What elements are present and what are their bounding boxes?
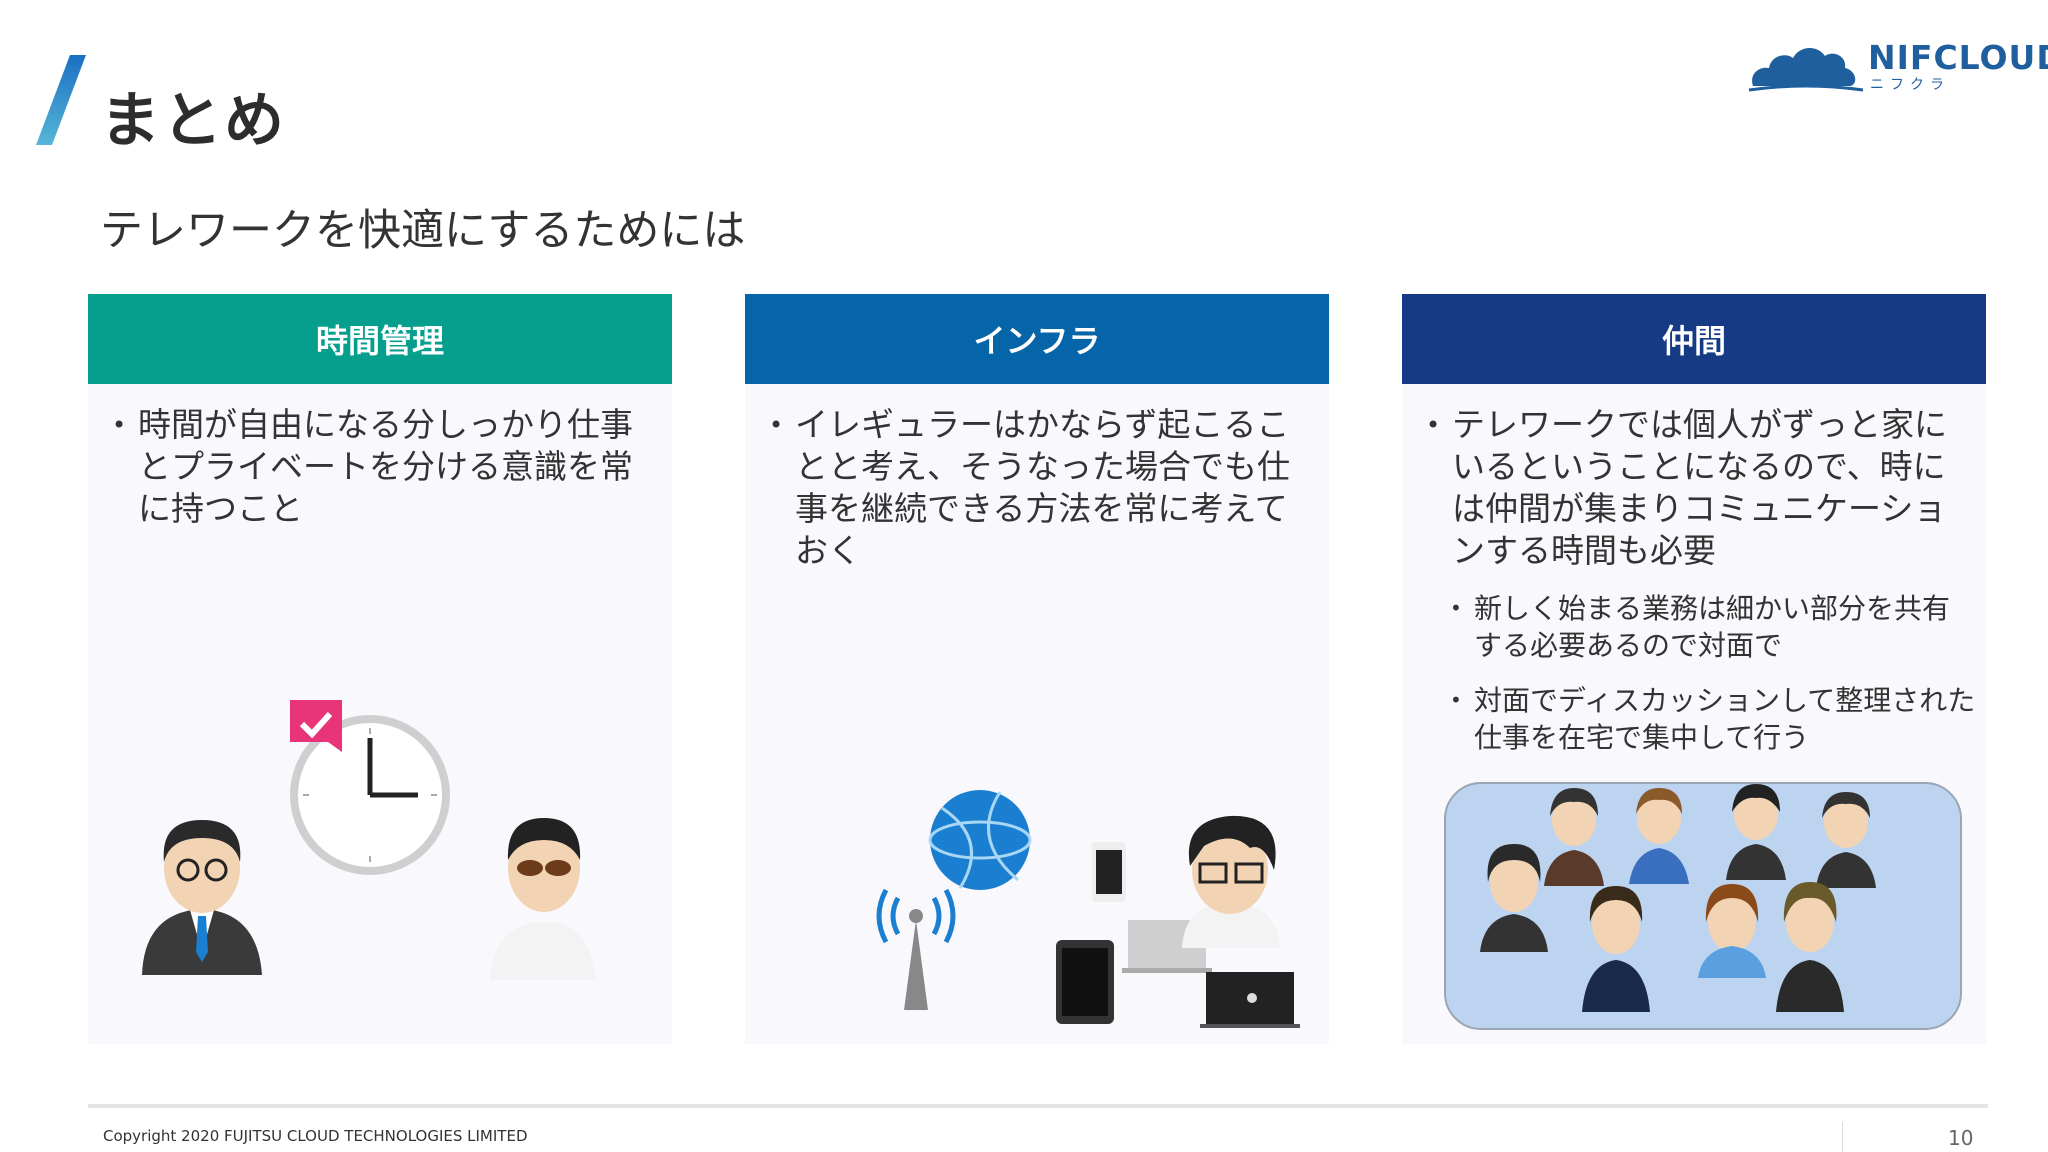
footer-divider (88, 1104, 1988, 1108)
bullet-item: •時間が自由になる分しっかり仕事とプライベートを分ける意識を常に持つこと (112, 404, 662, 530)
column-header-time-management: 時間管理 (88, 294, 672, 384)
copyright-text: Copyright 2020 FUJITSU CLOUD TECHNOLOGIE… (103, 1127, 528, 1145)
checkmark-flag-icon (290, 700, 342, 752)
wifi-antenna-icon (876, 888, 956, 1010)
team-member-avatar (1629, 788, 1689, 884)
nifcloud-logo (1748, 47, 1864, 92)
logo-kana: ニフクラ (1870, 77, 1950, 93)
page-title: まとめ (100, 86, 286, 156)
bullet-item: •テレワークでは個人がずっと家にいるということになるので、時には仲間が集まりコミ… (1426, 404, 1976, 572)
sub-bullet-text: 対面でディスカッションして整理された仕事を在宅で集中して行う (1474, 684, 1976, 754)
globe-icon (928, 790, 1032, 890)
column-time-management: 時間管理 •時間が自由になる分しっかり仕事とプライベートを分ける意識を常に持つこ… (88, 294, 672, 1044)
team-member-avatar (1582, 886, 1650, 1012)
team-member-avatar (1816, 792, 1876, 888)
team-member-avatar (1544, 788, 1604, 886)
smartphone-icon (1092, 842, 1126, 902)
page-number: 10 (1948, 1126, 1974, 1150)
page-subtitle: テレワークを快適にするためには (100, 206, 746, 256)
column-header-infrastructure: インフラ (745, 294, 1329, 384)
team-member-avatar (1726, 784, 1786, 880)
bullet-item: •イレギュラーはかならず起こることと考え、そうなった場合でも仕事を継続できる方法… (769, 404, 1319, 572)
businessman-avatar (142, 820, 262, 975)
bullet-text: 時間が自由になる分しっかり仕事とプライベートを分ける意識を常に持つこと (138, 405, 633, 528)
tablet-icon (1056, 940, 1114, 1024)
infrastructure-illustration (876, 790, 1300, 1028)
bullet-text: イレギュラーはかならず起こることと考え、そうなった場合でも仕事を継続できる方法を… (795, 405, 1290, 570)
bullet-text: テレワークでは個人がずっと家にいるということになるので、時には仲間が集まりコミュ… (1452, 405, 1947, 570)
team-member-avatar (1480, 844, 1548, 952)
sub-bullet-item: •新しく始まる業務は細かい部分を共有する必要あるので対面で (1426, 590, 1976, 664)
logo-wordmark: NIFCLOUD (1868, 38, 2048, 77)
sub-bullet-item: •対面でディスカッションして整理された仕事を在宅で集中して行う (1450, 684, 1976, 754)
team-illustration (1444, 782, 1962, 1030)
title-accent-slash (36, 55, 86, 145)
column-header-colleagues: 仲間 (1402, 294, 1986, 384)
footer-separator (1842, 1122, 1843, 1152)
clock-people-illustration (142, 700, 596, 980)
engineer-avatar (1182, 815, 1280, 948)
sub-bullet-text: 新しく始まる業務は細かい部分を共有する必要あるので対面で (1474, 592, 1951, 662)
laptop-dark-icon (1200, 972, 1300, 1028)
team-member-avatar (1776, 882, 1844, 1012)
team-member-avatar (1698, 884, 1766, 978)
sunglasses-man-avatar (490, 818, 596, 980)
clock-icon (290, 715, 450, 875)
